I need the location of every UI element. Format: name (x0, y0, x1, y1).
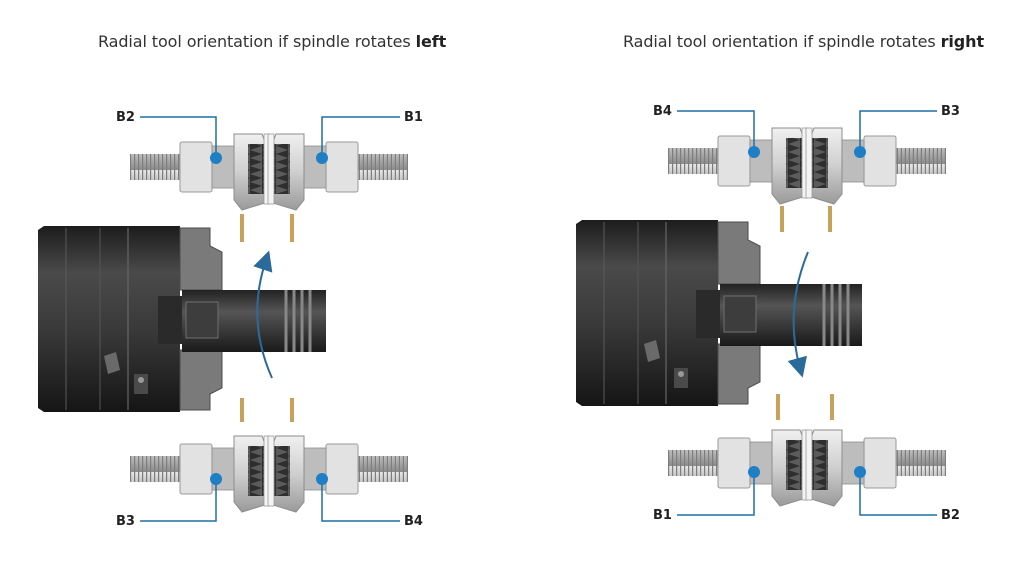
callout-left-b2 (140, 116, 222, 164)
shaft-left (182, 290, 326, 352)
tool-left-b3 (129, 435, 271, 513)
callout-right-b3 (854, 110, 937, 158)
callout-left-b1 (316, 116, 400, 164)
label-right-b1: B1 (653, 508, 672, 523)
tool-left-b1 (268, 134, 408, 210)
chuck-right (576, 220, 761, 406)
tool-left-b2 (129, 133, 271, 211)
callout-right-b1 (677, 466, 760, 516)
title-right: Radial tool orientation if spindle rotat… (623, 32, 984, 51)
label-left-b4: B4 (404, 514, 423, 529)
label-left-b1: B1 (404, 110, 423, 125)
callout-right-b4 (677, 110, 760, 158)
title-left: Radial tool orientation if spindle rotat… (98, 32, 447, 51)
shaft-right (720, 284, 862, 346)
tool-right-b3 (806, 128, 946, 204)
tool-right-b2 (806, 430, 946, 506)
label-left-b3: B3 (116, 514, 135, 529)
callout-left-b4 (316, 473, 400, 522)
tool-right-b4 (667, 127, 809, 205)
label-right-b4: B4 (653, 104, 672, 119)
rotation-arrow-left (253, 250, 273, 379)
label-right-b3: B3 (941, 104, 960, 119)
label-left-b2: B2 (116, 110, 135, 125)
direction-left: left (415, 32, 447, 51)
callout-right-b2 (854, 466, 937, 516)
direction-right: right (940, 32, 984, 51)
callout-left-b3 (140, 473, 222, 522)
rotation-arrow-right (787, 251, 809, 378)
label-right-b2: B2 (941, 508, 960, 523)
tool-right-b1 (667, 429, 809, 507)
left-lathe (38, 116, 408, 522)
tool-left-b4 (268, 436, 408, 512)
chuck-left (38, 226, 223, 412)
right-lathe (576, 110, 946, 516)
